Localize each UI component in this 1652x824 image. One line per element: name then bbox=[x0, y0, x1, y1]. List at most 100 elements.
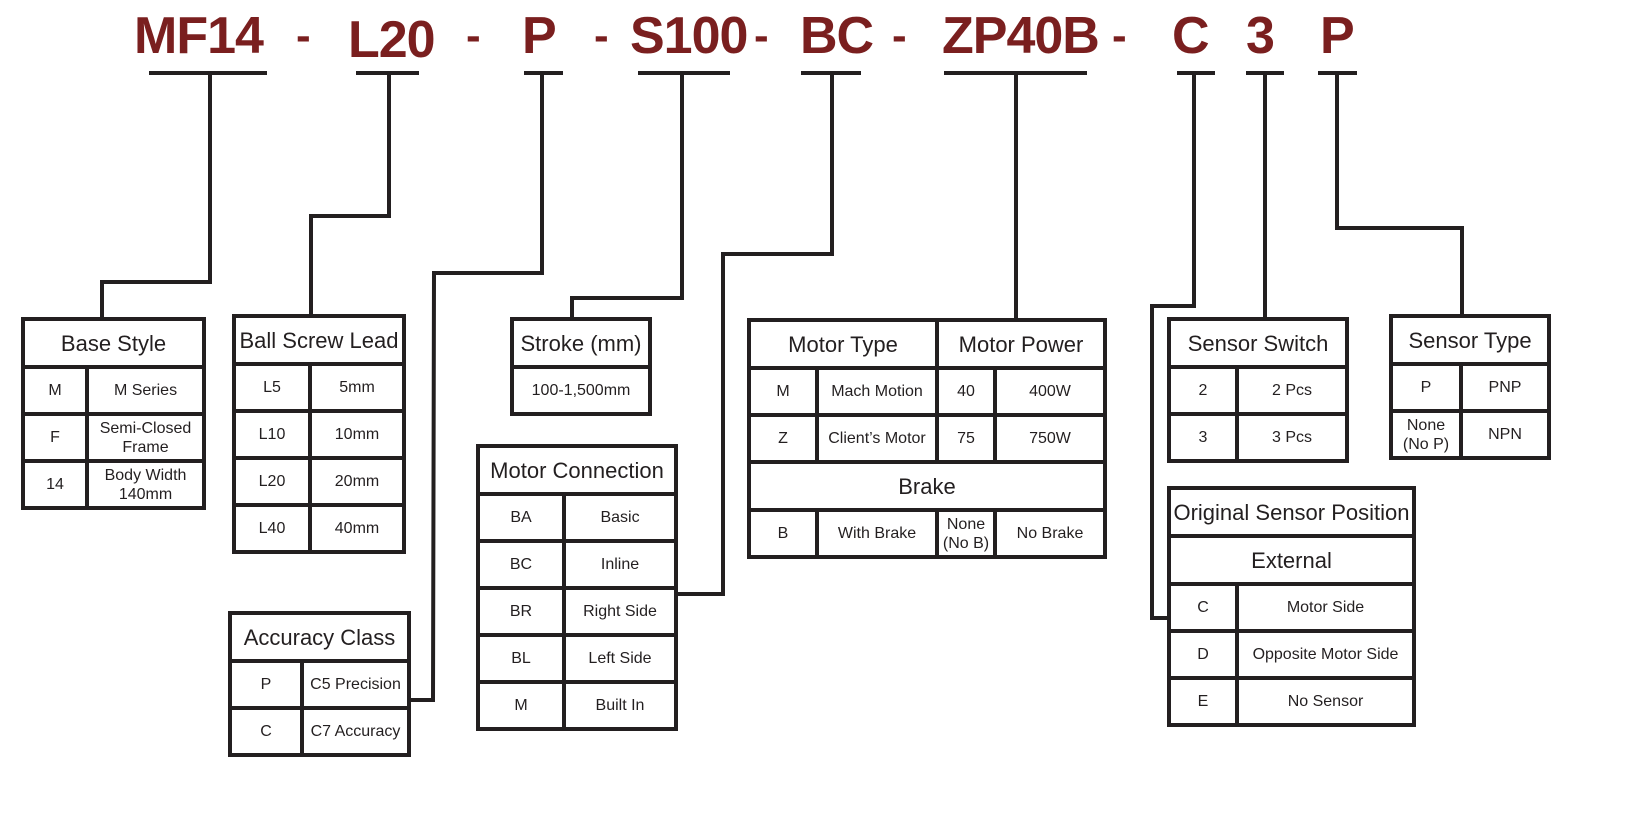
option-desc: NPN bbox=[1459, 409, 1551, 460]
separator: - bbox=[296, 11, 311, 60]
brake-title: Brake bbox=[747, 460, 1107, 512]
option-desc: C5 Precision bbox=[300, 659, 411, 710]
connector-stroke bbox=[570, 73, 684, 318]
table-title: Ball Screw Lead bbox=[232, 314, 406, 366]
separator: - bbox=[754, 11, 769, 60]
option-desc: Body Width 140mm bbox=[85, 459, 206, 510]
option-desc: No Brake bbox=[993, 508, 1107, 559]
segment-stroke: S100 bbox=[630, 7, 748, 65]
motor-power-title: Motor Power bbox=[935, 318, 1107, 370]
option-desc: 20mm bbox=[308, 456, 406, 507]
option-desc: 3 Pcs bbox=[1235, 412, 1349, 463]
option-desc: 750W bbox=[993, 413, 1107, 464]
connector-ball-screw-lead bbox=[309, 73, 391, 314]
option-code: 2 bbox=[1167, 365, 1239, 416]
connector-sensor-type bbox=[1335, 73, 1464, 316]
option-code: 14 bbox=[21, 459, 89, 510]
option-code: BL bbox=[476, 633, 566, 684]
option-code: 75 bbox=[935, 413, 997, 464]
option-desc: 2 Pcs bbox=[1235, 365, 1349, 416]
option-desc: Motor Side bbox=[1235, 582, 1416, 633]
table-motor: Motor Type Motor Power M Mach Motion 40 … bbox=[747, 318, 1107, 559]
table-row: None (No P)NPN bbox=[1389, 409, 1551, 460]
segment-ball-screw-lead: L20 bbox=[348, 11, 436, 69]
connector-motor-connection bbox=[678, 73, 834, 596]
option-desc: Opposite Motor Side bbox=[1235, 629, 1416, 680]
segment-motor-connection: BC bbox=[800, 7, 874, 65]
option-code: M bbox=[21, 365, 89, 416]
table-row: M Mach Motion 40 400W bbox=[747, 366, 1107, 417]
separator: - bbox=[594, 11, 609, 60]
table-title: Original Sensor Position bbox=[1167, 486, 1416, 538]
option-code: C bbox=[1167, 582, 1239, 633]
option-code: L10 bbox=[232, 409, 312, 460]
table-row: B With Brake None (No B) No Brake bbox=[747, 508, 1107, 559]
option-code: F bbox=[21, 412, 89, 463]
option-code: L20 bbox=[232, 456, 312, 507]
option-desc: Left Side bbox=[562, 633, 678, 684]
segment-accuracy-class: P bbox=[522, 7, 557, 65]
option-code: None (No P) bbox=[1389, 409, 1463, 460]
option-desc: 10mm bbox=[308, 409, 406, 460]
option-code: Z bbox=[747, 413, 819, 464]
table-row: 100-1,500mm bbox=[510, 365, 652, 416]
option-desc: No Sensor bbox=[1235, 676, 1416, 727]
option-desc: 40mm bbox=[308, 503, 406, 554]
table-title: Sensor Switch bbox=[1167, 317, 1349, 369]
option-desc: With Brake bbox=[815, 508, 939, 559]
option-code: C bbox=[228, 706, 304, 757]
option-code: BC bbox=[476, 539, 566, 590]
option-desc: Built In bbox=[562, 680, 678, 731]
option-code: 40 bbox=[935, 366, 997, 417]
option-desc: Inline bbox=[562, 539, 678, 590]
option-desc: C7 Accuracy bbox=[300, 706, 411, 757]
option-code: M bbox=[747, 366, 819, 417]
connector-base-style bbox=[100, 73, 212, 318]
option-desc: 100-1,500mm bbox=[510, 365, 652, 416]
option-desc: 5mm bbox=[308, 362, 406, 413]
option-desc: Client’s Motor bbox=[815, 413, 939, 464]
segment-base-style: MF14 bbox=[134, 7, 264, 65]
table-title: Stroke (mm) bbox=[510, 317, 652, 369]
option-code: 3 bbox=[1167, 412, 1239, 463]
segment-sensor-position: C bbox=[1172, 7, 1210, 65]
table-title: Accuracy Class bbox=[228, 611, 411, 663]
segment-sensor-type: P bbox=[1320, 7, 1355, 65]
option-desc: Mach Motion bbox=[815, 366, 939, 417]
table-title: Sensor Type bbox=[1389, 314, 1551, 366]
option-code: E bbox=[1167, 676, 1239, 727]
separator: - bbox=[892, 11, 907, 60]
segment-motor: ZP40B bbox=[942, 7, 1100, 65]
separator: - bbox=[1112, 11, 1127, 60]
table-title: Motor Connection bbox=[476, 444, 678, 496]
table-stroke: Stroke (mm) 100-1,500mm bbox=[510, 317, 652, 416]
option-code: L5 bbox=[232, 362, 312, 413]
option-code: None (No B) bbox=[935, 508, 997, 559]
option-desc: 400W bbox=[993, 366, 1107, 417]
option-code: B bbox=[747, 508, 819, 559]
